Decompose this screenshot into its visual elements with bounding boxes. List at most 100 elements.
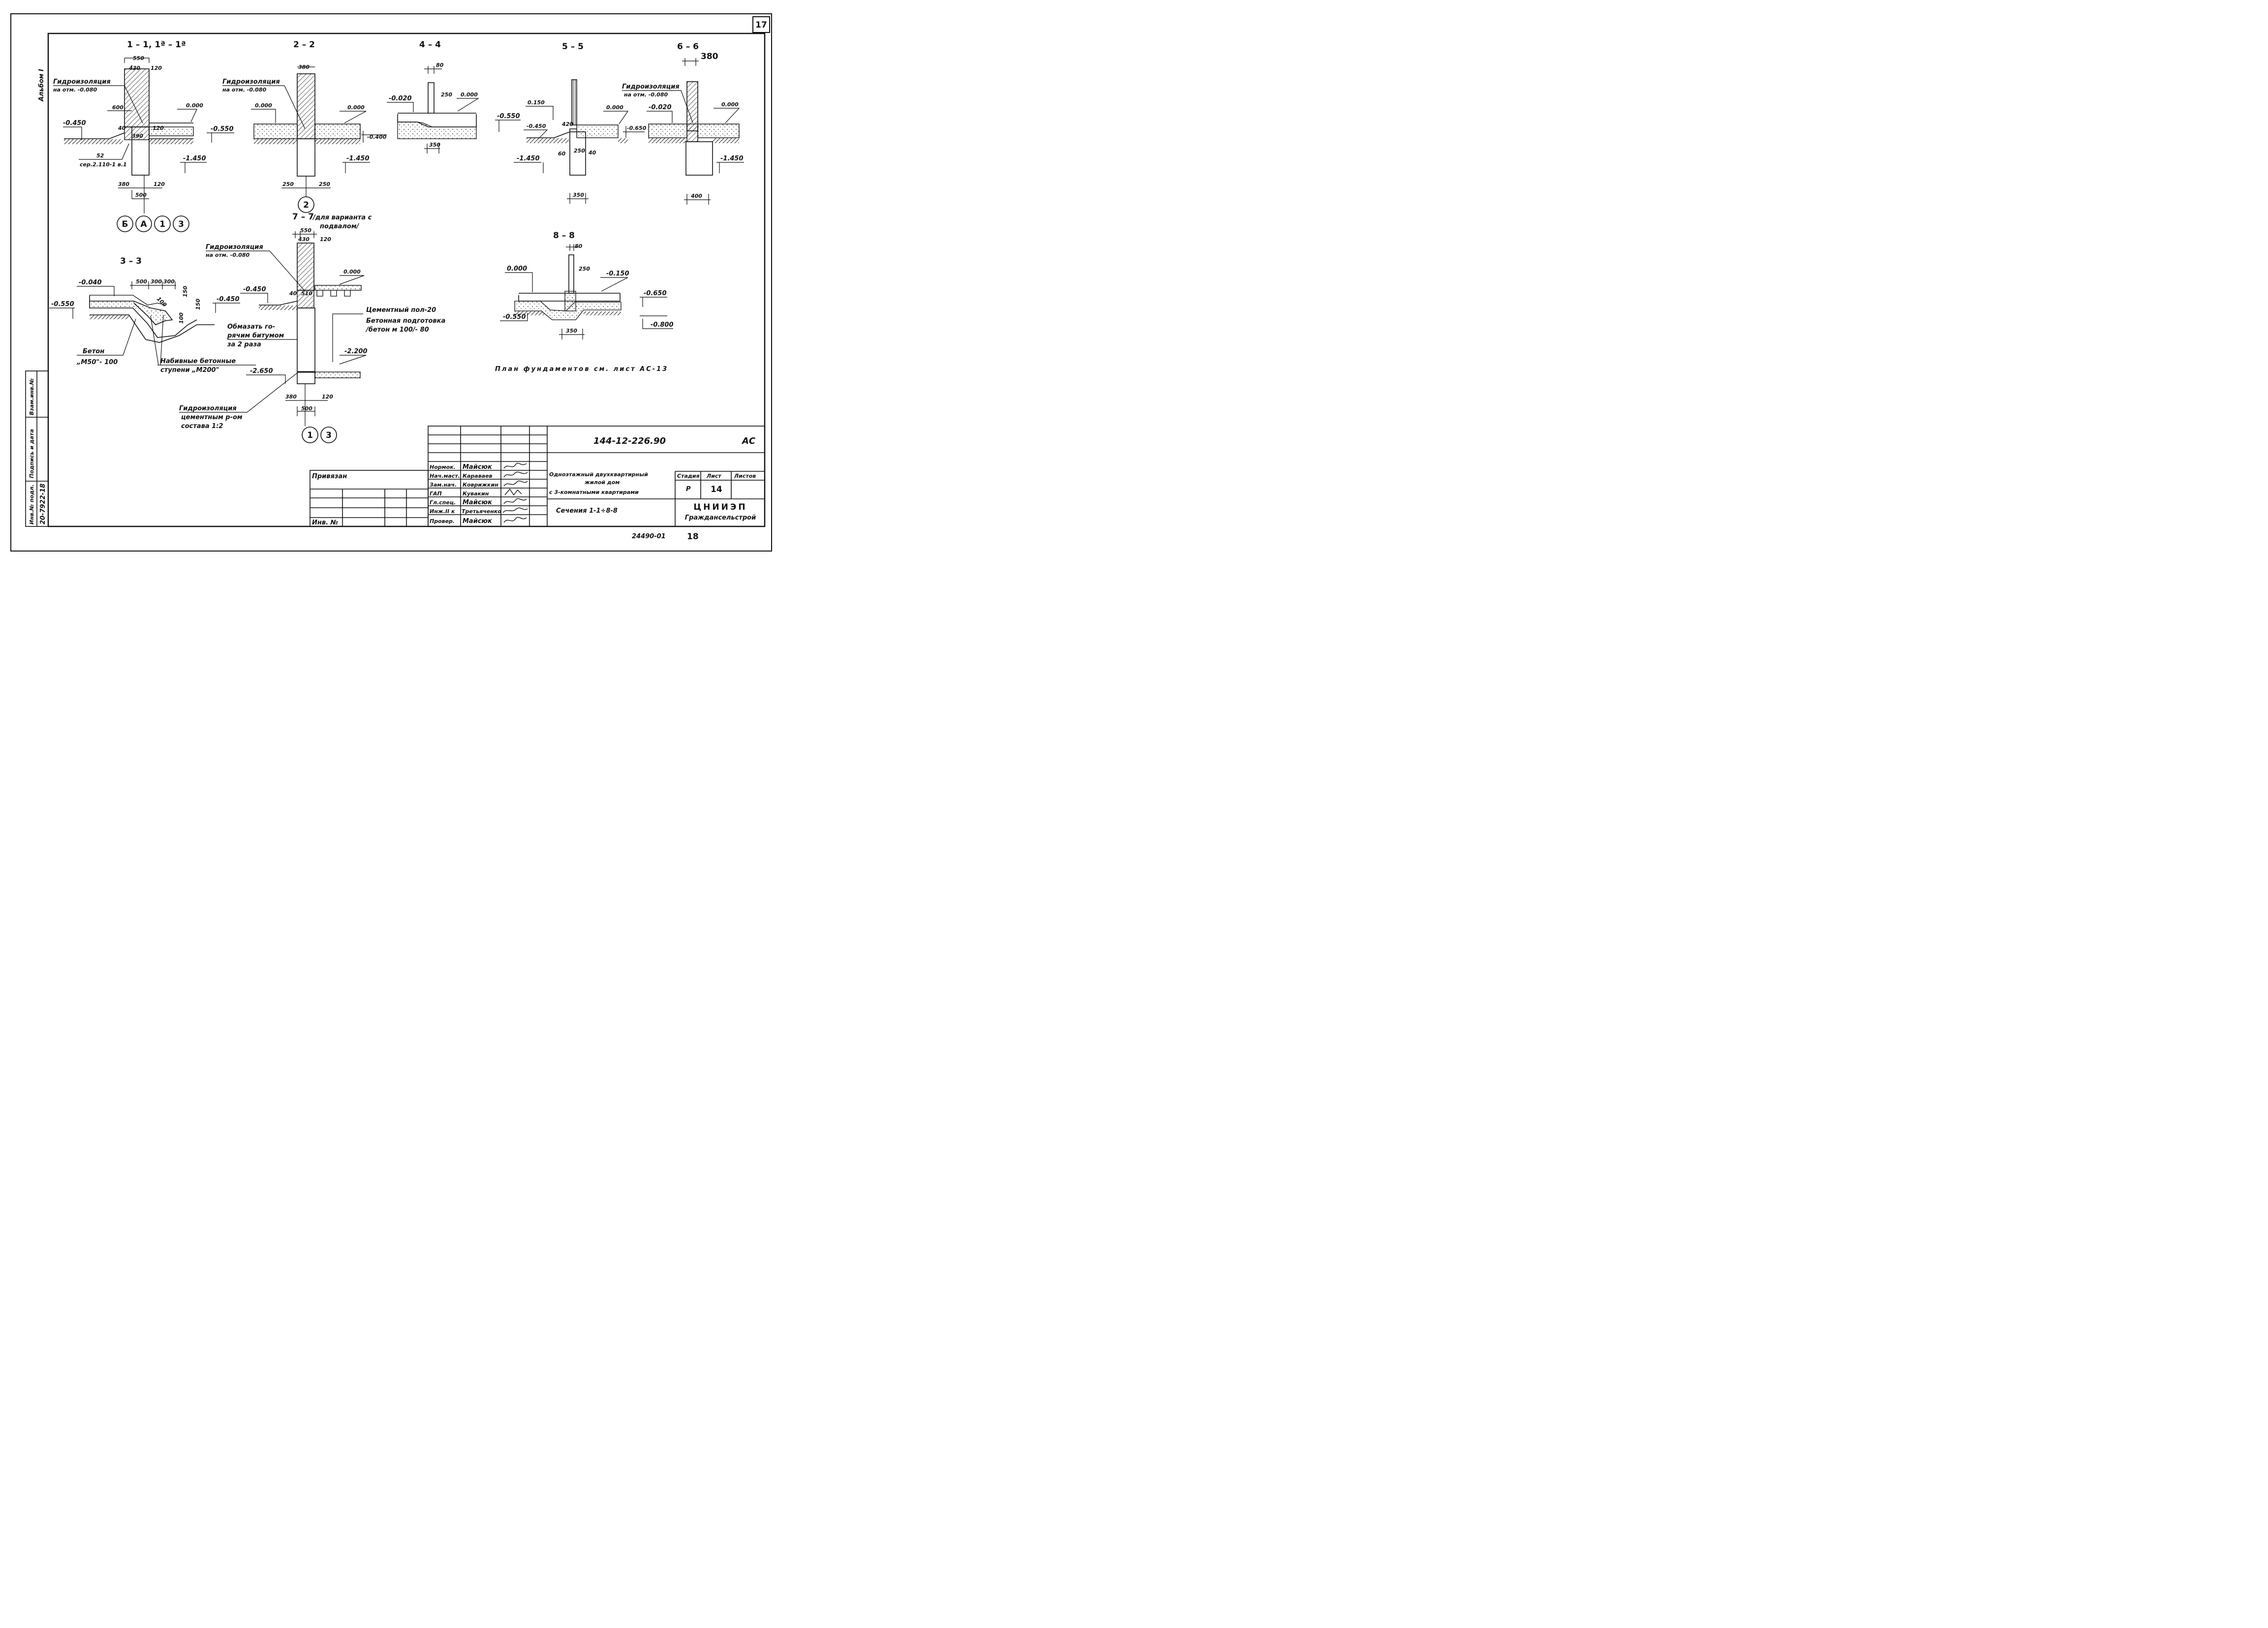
s1-dim-500: 500 <box>135 192 147 198</box>
plan-note: План фундаментов см. лист АС-13 <box>495 366 668 373</box>
s6-level-1450: -1.450 <box>720 155 744 162</box>
s7-floor: Цементный пол-20 <box>366 307 436 314</box>
s8-level-0650: -0.650 <box>644 290 667 297</box>
section-2-2: 2 – 2 380 Гидроизоляция на отм. -0.080 0… <box>222 40 387 213</box>
section-3-3-title: 3 – 3 <box>120 256 142 266</box>
s5-dim-350: 350 <box>573 192 584 198</box>
s1-level-0450: -0.450 <box>63 120 86 127</box>
s5-dim-60: 60 <box>558 151 566 157</box>
s5-level-0650: -0.650 <box>627 125 647 131</box>
s4-level-0020: -0.020 <box>389 95 412 102</box>
s8-level-0550: -0.550 <box>503 313 526 321</box>
s6-waterproof: Гидроизоляция <box>622 83 680 91</box>
s3-steps-2: ступени „М200" <box>160 367 219 374</box>
s1-dim-52: 52 <box>96 153 104 159</box>
role-name: Коврижкин <box>463 482 498 488</box>
axis-marker-a: А <box>140 219 147 229</box>
s1-dim-430: 430 <box>128 65 140 71</box>
section-7-7: 7 – 7 /для варианта с подвалом/ 550 430 … <box>179 212 445 443</box>
s7-prep-2: /бетон м 100/- 80 <box>365 326 429 334</box>
axis-marker-b: Б <box>122 219 128 229</box>
s7-note-2: подвалом/ <box>320 223 359 230</box>
org-name-2: Граждансельстрой <box>685 514 756 522</box>
sheet-value: 14 <box>711 485 722 494</box>
section-4-4: 4 – 4 80 250 0.000 -0.020 350 <box>387 40 480 154</box>
section-8-8: 8 – 8 80 250 0.000 -0.150 -0.650 -0.550 … <box>500 231 674 339</box>
s1-level-0000: 0.000 <box>186 102 203 109</box>
role-label: Гл.спец. <box>430 499 456 506</box>
roles-table: Нормок. Майсюк Нач.маст. Караваев Зам.на… <box>430 463 501 525</box>
s1-dim-380: 380 <box>118 181 129 187</box>
stage-header: Стадия <box>677 473 700 479</box>
s7-bitumen-3: за 2 раза <box>227 341 261 348</box>
section-2-2-title: 2 – 2 <box>293 40 315 50</box>
signatures <box>502 462 528 523</box>
s2-level-left: 0.000 <box>255 102 272 109</box>
s1-dim-120: 120 <box>151 65 162 71</box>
s4-dim-350: 350 <box>429 142 440 148</box>
s1-dim-390: 390 <box>132 133 143 139</box>
s7-bitumen-2: рячим битумом <box>227 332 284 339</box>
s7-bottom-wp-1: Гидроизоляция <box>179 405 237 412</box>
section-5-5: 5 – 5 0.150 0.000 -0.550 -0.450 420 -0.6… <box>495 42 647 204</box>
axis-marker-2: 2 <box>303 200 309 210</box>
project-name-1: Одноэтажный двухквартирный <box>549 471 648 478</box>
document-mark: АС <box>741 436 756 446</box>
axis-marker-3: 3 <box>178 219 184 229</box>
s8-level-0800: -0.800 <box>651 321 674 329</box>
s1-dim-120b: 120 <box>153 125 164 131</box>
s7-dim-510: 510 <box>301 290 312 297</box>
sheet-title: Сечения 1-1÷8-8 <box>556 507 618 515</box>
role-label: Провер. <box>430 518 455 524</box>
s3-level-0040: -0.040 <box>79 279 102 286</box>
s1-waterproof: Гидроизоляция <box>53 78 111 86</box>
s3-dim-100b: 100 <box>178 312 185 324</box>
s5-dim-250: 250 <box>574 148 585 154</box>
s2-level-right: 0.000 <box>347 104 365 111</box>
bottom-code: 24490-01 <box>632 533 666 540</box>
s7-prep-1: Бетонная подготовка <box>366 317 445 325</box>
s3-level-0450: -0.450 <box>217 296 240 303</box>
s7-dim-120: 120 <box>320 236 331 243</box>
section-7-7-title: 7 – 7 <box>292 212 314 222</box>
s4-dim-80: 80 <box>436 62 444 68</box>
sign-date-label: Подпись и дата <box>29 429 35 478</box>
s3-dim-150b: 150 <box>195 299 201 310</box>
project-name-3: с 3-комнатными квартирами <box>549 489 639 495</box>
s1-level-1450: -1.450 <box>183 155 206 162</box>
title-block-grid <box>310 426 765 527</box>
section-8-8-title: 8 – 8 <box>553 231 575 241</box>
s6-level-0020: -0.020 <box>649 104 672 111</box>
s3-steps-1: Набивные бетонные <box>160 358 236 365</box>
section-6-6: 6 – 6 380 Гидроизоляция на отм. -0.080 -… <box>622 42 744 205</box>
inv-orig-value: 20-7922-18 <box>39 484 47 524</box>
role-name: Караваев <box>463 473 493 479</box>
s1-level-0550: -0.550 <box>211 125 234 133</box>
s3-dim-100a: 100 <box>155 296 168 308</box>
s7-dim-120b: 120 <box>322 394 333 400</box>
s1-dim-600: 600 <box>112 104 124 111</box>
s8-dim-350: 350 <box>566 328 577 334</box>
s2-level-0400: -0.400 <box>367 134 387 140</box>
role-name: Майсюк <box>463 518 493 525</box>
s1-dim-120c: 120 <box>154 181 165 187</box>
bound-label: Привязан <box>312 473 347 480</box>
drawing-canvas: 17 Альбом I Инв.№ подл. 20-7922-18 Подпи… <box>10 13 772 552</box>
inv-label: Инв. № <box>312 519 339 526</box>
s1-dim-40: 40 <box>118 125 126 131</box>
s8-dim-250: 250 <box>579 266 590 272</box>
s7-level-2650: -2.650 <box>250 368 273 375</box>
s5-level-0450: -0.450 <box>527 123 546 129</box>
section-6-6-title: 6 – 6 <box>677 42 699 52</box>
s8-dim-80: 80 <box>575 243 583 249</box>
s6-level-0000: 0.000 <box>721 101 739 108</box>
s5-dim-40: 40 <box>588 150 596 156</box>
s7-dim-500: 500 <box>301 405 312 412</box>
s1-waterproof-lvl: на отм. -0.080 <box>53 87 97 93</box>
role-label: Нач.маст. <box>430 473 460 479</box>
s3-level-0550: -0.550 <box>51 301 74 308</box>
inv-orig-label: Инв.№ подл. <box>29 485 35 524</box>
s2-dim-250a: 250 <box>282 181 294 187</box>
section-1-1: 1 – 1, 1ª – 1ª 550 430 120 Гидроизоляция… <box>53 40 234 214</box>
s5-level-0150: 0.150 <box>528 99 545 106</box>
